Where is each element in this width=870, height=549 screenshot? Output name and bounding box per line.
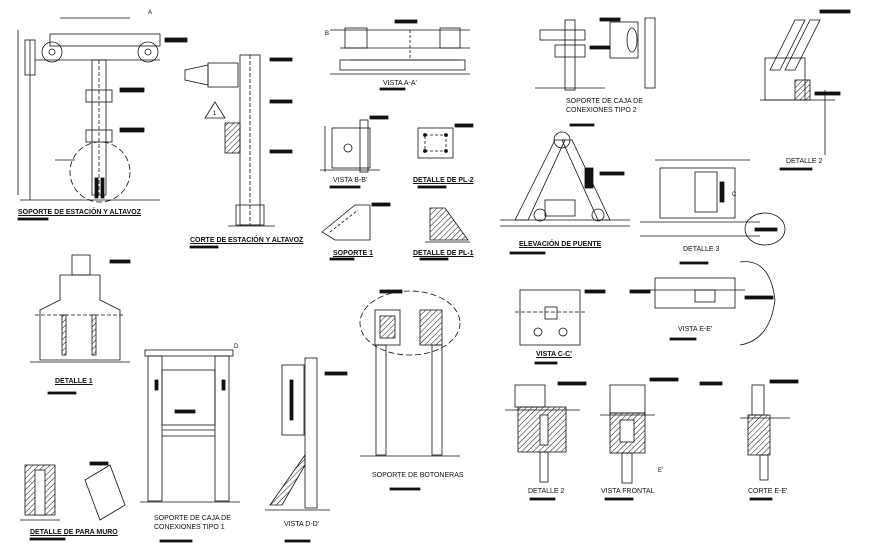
label-detalle-1: DETALLE 1	[55, 378, 93, 385]
detalle-1-drawing	[30, 254, 131, 395]
vista-cc-drawing	[515, 289, 606, 365]
label-detalle-2-top: DETALLE 2	[786, 158, 823, 165]
label-soporte-caja-2-line1: SOPORTE DE CAJA DE	[566, 98, 643, 105]
label-vista-dd: VISTA D-D'	[284, 521, 320, 528]
vista-dd-drawing	[265, 357, 348, 543]
elevacion-puente-drawing	[500, 131, 630, 255]
label-detalle-3: DETALLE 3	[683, 246, 720, 253]
vista-aa-drawing	[330, 19, 470, 91]
label-detalle-para-muro: DETALLE DE PARA MURO	[30, 529, 118, 536]
label-soporte-caja-2-line2: CONEXIONES TIPO 2	[566, 107, 637, 114]
marker-c: C	[732, 192, 737, 198]
label-detalle-pl2: DETALLE DE PL-2	[413, 177, 474, 184]
marker-a: A	[148, 10, 152, 16]
corte-estacion-drawing	[184, 54, 293, 249]
detalle-para-muro-drawing	[20, 461, 126, 541]
vista-frontal-drawing	[600, 377, 679, 501]
label-detalle-pl1: DETALLE DE PL-1	[413, 250, 474, 257]
label-corte-ee: CORTE E-E'	[748, 488, 788, 495]
vista-bb-drawing	[320, 115, 389, 189]
label-elevacion-puente: ELEVACIÓN DE PUENTE	[519, 241, 602, 248]
detalle-2-bottom-drawing	[505, 381, 587, 501]
soporte-botoneras-drawing	[359, 289, 461, 491]
detalle-pl1-drawing	[419, 207, 470, 261]
marker-e: E'	[658, 468, 663, 474]
soporte-caja-1-drawing	[140, 349, 240, 543]
label-detalle-2-bottom: DETALLE 2	[528, 488, 565, 495]
label-vista-aa: VISTA A-A'	[383, 80, 417, 87]
soporte-caja-2-drawing	[535, 17, 656, 127]
label-soporte-caja-1-line2: CONEXIONES TIPO 1	[154, 524, 225, 531]
soporte-estacion-drawing	[17, 17, 188, 221]
detalle-2-top-drawing	[760, 9, 851, 171]
label-soporte-1: SOPORTE 1	[333, 250, 374, 257]
soporte-1-drawing	[321, 202, 391, 261]
label-soporte-estacion: SOPORTE DE ESTACIÓN Y ALTAVOZ	[18, 209, 142, 216]
marker-d: D	[234, 344, 239, 350]
detalle-3-drawing	[640, 159, 786, 265]
detalle-pl2-drawing	[417, 123, 474, 189]
label-vista-bb: VISTA B-B'	[333, 177, 368, 184]
marker-b: B	[325, 31, 329, 37]
marker-1: 1	[213, 111, 217, 117]
label-vista-frontal: VISTA FRONTAL	[601, 488, 655, 495]
label-corte-estacion: CORTE DE ESTACIÓN Y ALTAVOZ	[190, 237, 304, 244]
label-soporte-botoneras: SOPORTE DE BOTONERAS	[372, 472, 464, 479]
label-soporte-caja-1-line1: SOPORTE DE CAJA DE	[154, 515, 231, 522]
vista-ee-drawing	[629, 261, 776, 346]
label-vista-ee: VISTA E-E'	[678, 326, 713, 333]
corte-ee-drawing	[699, 379, 799, 501]
label-vista-cc: VISTA C-C'	[536, 351, 572, 358]
